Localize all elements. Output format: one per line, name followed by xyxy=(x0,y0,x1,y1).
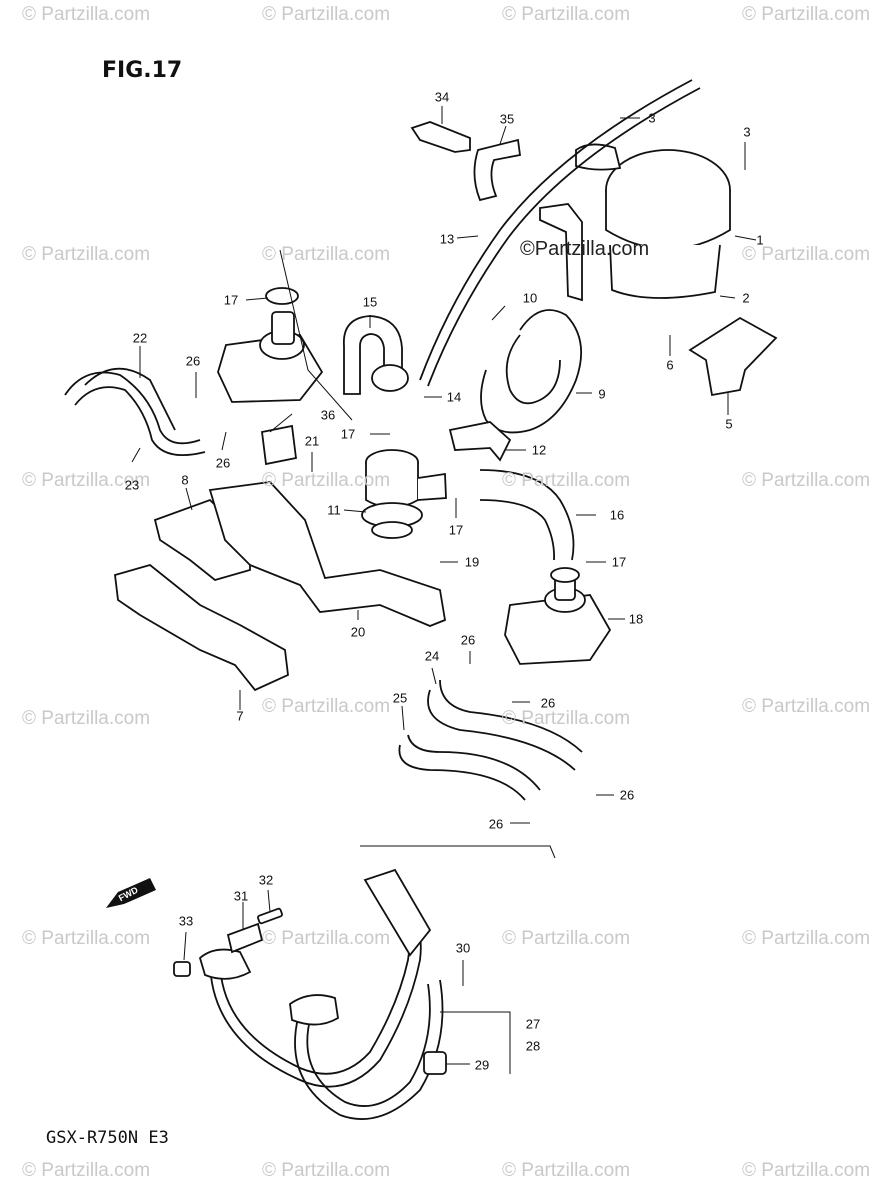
model-code: GSX-R750N E3 xyxy=(46,1128,169,1148)
callout-11[interactable]: 11 xyxy=(327,502,341,518)
callout-13[interactable]: 13 xyxy=(439,231,455,247)
air-control-valve[interactable] xyxy=(361,449,447,539)
watermark: © Partzilla.com xyxy=(742,1160,871,1181)
fwd-arrow-icon xyxy=(106,878,156,908)
callout-3[interactable]: 3 xyxy=(743,124,751,140)
callout-23[interactable]: 23 xyxy=(124,477,140,493)
watermark: © Partzilla.com xyxy=(262,1160,391,1181)
watermark: © Partzilla.com xyxy=(742,696,871,717)
callout-10[interactable]: 10 xyxy=(522,290,538,306)
callout-22[interactable]: 22 xyxy=(132,330,148,346)
hose-25[interactable] xyxy=(398,744,526,801)
watermark: © Partzilla.com xyxy=(502,1160,631,1181)
watermark: © Partzilla.com xyxy=(262,928,391,949)
hose-35[interactable] xyxy=(473,138,522,202)
gasket-31[interactable] xyxy=(226,922,264,954)
callout-17[interactable]: 17 xyxy=(340,426,356,442)
callout-26[interactable]: 26 xyxy=(185,353,201,369)
callout-1[interactable]: 1 xyxy=(756,232,764,248)
callout-19[interactable]: 19 xyxy=(464,554,480,570)
watermark: © Partzilla.com xyxy=(22,1160,151,1181)
callout-34[interactable]: 34 xyxy=(434,89,450,105)
nut-33[interactable] xyxy=(173,961,191,977)
cap-29[interactable] xyxy=(423,1051,447,1075)
callout-8[interactable]: 8 xyxy=(181,472,189,488)
callout-21[interactable]: 21 xyxy=(304,433,320,449)
watermark: © Partzilla.com xyxy=(262,470,391,491)
callout-12[interactable]: 12 xyxy=(531,442,547,458)
callout-3[interactable]: 3 xyxy=(648,110,656,126)
callout-24[interactable]: 24 xyxy=(424,648,440,664)
air-cleaner-case[interactable] xyxy=(575,143,731,299)
bracket-5[interactable] xyxy=(688,316,778,397)
hose-22[interactable] xyxy=(64,371,201,445)
callout-31[interactable]: 31 xyxy=(233,888,249,904)
callout-17[interactable]: 17 xyxy=(611,554,627,570)
watermark: © Partzilla.com xyxy=(502,470,631,491)
hose-23[interactable] xyxy=(84,367,176,431)
watermark: © Partzilla.com xyxy=(502,708,631,729)
callout-9[interactable]: 9 xyxy=(598,386,606,402)
callout-6[interactable]: 6 xyxy=(666,357,674,373)
bracket-34[interactable] xyxy=(410,121,471,153)
callout-2[interactable]: 2 xyxy=(742,290,750,306)
watermark: © Partzilla.com xyxy=(22,244,151,265)
callout-28[interactable]: 28 xyxy=(525,1038,541,1054)
watermark: © Partzilla.com xyxy=(22,928,151,949)
watermark: © Partzilla.com xyxy=(742,4,871,25)
reed-valve-left[interactable] xyxy=(217,287,324,403)
callout-30[interactable]: 30 xyxy=(455,940,471,956)
watermark: © Partzilla.com xyxy=(22,4,151,25)
reed-valve-right[interactable] xyxy=(504,567,612,665)
callout-16[interactable]: 16 xyxy=(609,507,625,523)
stud-32[interactable] xyxy=(257,907,283,925)
callout-7[interactable]: 7 xyxy=(236,708,244,724)
callout-25[interactable]: 25 xyxy=(392,690,408,706)
callout-5[interactable]: 5 xyxy=(725,416,733,432)
callout-26[interactable]: 26 xyxy=(488,816,504,832)
mounting-bracket-2[interactable] xyxy=(539,203,583,302)
callout-26[interactable]: 26 xyxy=(540,695,556,711)
hose-16[interactable] xyxy=(479,469,575,561)
watermark: © Partzilla.com xyxy=(262,4,391,25)
pipe-27[interactable] xyxy=(209,889,422,1088)
callout-35[interactable]: 35 xyxy=(499,111,515,127)
watermark: © Partzilla.com xyxy=(502,928,631,949)
plate-36[interactable] xyxy=(261,424,297,466)
hose-24[interactable] xyxy=(427,689,576,771)
hose-13[interactable] xyxy=(419,79,693,381)
watermark: © Partzilla.com xyxy=(22,708,151,729)
callout-29[interactable]: 29 xyxy=(474,1057,490,1073)
reed-valve-bracket-20[interactable] xyxy=(208,481,447,627)
watermark: © Partzilla.com xyxy=(262,696,391,717)
callout-27[interactable]: 27 xyxy=(525,1016,541,1032)
leader-lines xyxy=(131,106,757,1074)
watermark: © Partzilla.com xyxy=(742,928,871,949)
central-watermark: ©Partzilla.com xyxy=(520,238,650,260)
bracket-7[interactable] xyxy=(114,564,289,692)
pipe-28[interactable] xyxy=(294,979,444,1120)
callout-18[interactable]: 18 xyxy=(628,611,644,627)
callout-26[interactable]: 26 xyxy=(215,455,231,471)
watermark: © Partzilla.com xyxy=(262,244,391,265)
callout-26[interactable]: 26 xyxy=(619,787,635,803)
callout-20[interactable]: 20 xyxy=(350,624,366,640)
hose-12[interactable] xyxy=(448,421,512,462)
watermark: © Partzilla.com xyxy=(742,470,871,491)
figure-title: FIG.17 xyxy=(102,58,183,83)
watermark: © Partzilla.com xyxy=(502,4,631,25)
hose-9[interactable] xyxy=(480,309,583,434)
callout-14[interactable]: 14 xyxy=(446,389,462,405)
callout-17[interactable]: 17 xyxy=(448,522,464,538)
watermark: © Partzilla.com xyxy=(22,470,151,491)
callout-26[interactable]: 26 xyxy=(460,632,476,648)
callout-17[interactable]: 17 xyxy=(223,292,239,308)
callout-33[interactable]: 33 xyxy=(178,913,194,929)
callout-15[interactable]: 15 xyxy=(362,294,378,310)
watermark: © Partzilla.com xyxy=(742,244,871,265)
callout-36[interactable]: 36 xyxy=(320,407,336,423)
callout-32[interactable]: 32 xyxy=(258,872,274,888)
